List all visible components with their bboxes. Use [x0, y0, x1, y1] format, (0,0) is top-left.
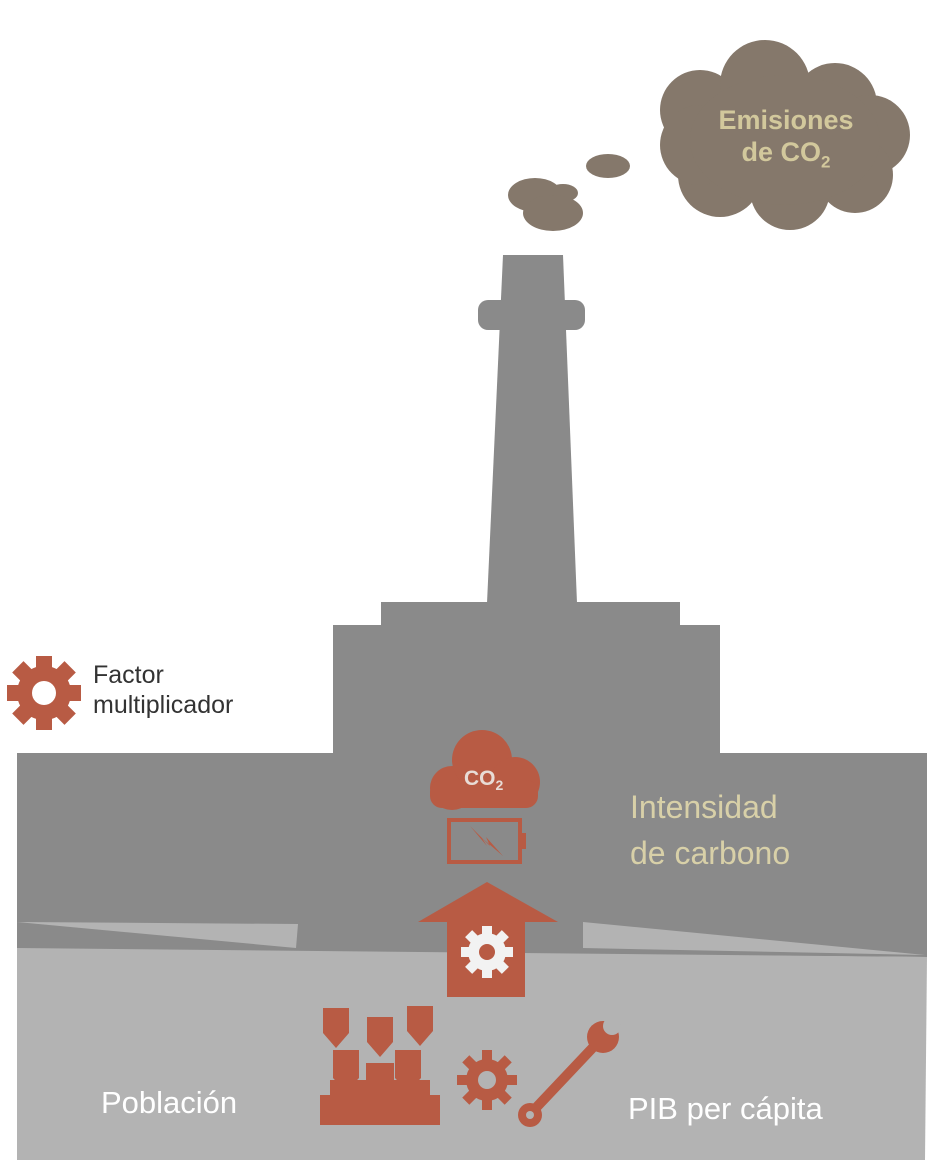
emissions-line1: Emisiones — [718, 105, 854, 135]
carbon-intensity-line2: de carbono — [630, 835, 791, 872]
gdp-per-capita-label: PIB per cápita — [628, 1091, 823, 1126]
ground — [17, 922, 927, 1160]
emissions-subscript: 2 — [821, 152, 831, 172]
emissions-label: Emisiones de CO2 — [676, 104, 896, 173]
legend-line2: multiplicador — [93, 691, 234, 719]
co2-icon-label: CO2 — [464, 766, 503, 794]
gear-icon — [7, 656, 81, 730]
carbon-intensity-label: Intensidad de carbono — [630, 788, 790, 873]
gear-icon — [457, 1050, 517, 1110]
wrench-icon — [518, 1017, 621, 1127]
factory — [17, 255, 927, 957]
emissions-cloud — [660, 40, 910, 230]
legend-line1: Factor — [93, 661, 164, 689]
carbon-intensity-line1: Intensidad — [630, 789, 778, 825]
battery-icon — [447, 818, 526, 864]
emissions-line2: de CO2 — [676, 136, 896, 173]
co2-cloud-icon — [430, 730, 540, 810]
population-label: Población — [101, 1085, 238, 1120]
smoke-puffs — [508, 154, 630, 231]
emissions-line2-text: de CO — [741, 137, 822, 168]
co2-text: CO — [464, 767, 496, 790]
co2-subscript: 2 — [495, 777, 504, 794]
gear-icon — [461, 926, 513, 978]
legend-label: Factor multiplicador — [93, 660, 233, 720]
people-icon — [320, 1006, 440, 1125]
